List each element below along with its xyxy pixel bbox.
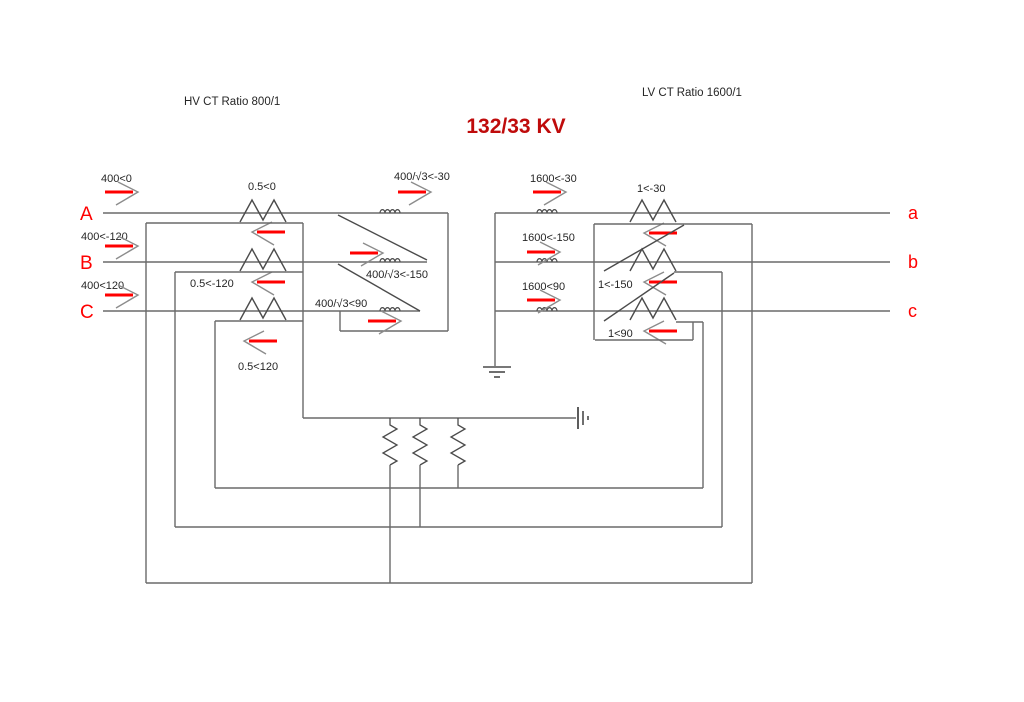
hv-ct-ratio-label: HV CT Ratio 800/1: [184, 96, 280, 108]
hv-b-primary-current-label: 400<-120: [81, 231, 128, 243]
lv-b-secondary-current-label: 1<-150: [598, 279, 633, 291]
lv-a-secondary-arrow-icon: [642, 221, 679, 248]
lv-a-secondary-current-label: 1<-30: [637, 183, 665, 195]
hv-ct-b-symbol: [239, 248, 287, 272]
hv-a-primary-current-label: 400<0: [101, 173, 132, 185]
lv-star-winding: [482, 209, 558, 378]
lv-phase-c-label: c: [908, 301, 917, 321]
lv-a-primary-current-label: 1600<-30: [530, 173, 577, 185]
hv-c-primary-current-label: 400<120: [81, 280, 124, 292]
delta-c-current-label: 400/√3<90: [315, 298, 367, 310]
hv-ct-secondary-wiring: [145, 222, 304, 583]
relay-ground-symbol-icon: [577, 406, 589, 430]
hv-b-secondary-current-label: 0.5<-120: [190, 278, 234, 290]
hv-a-current-arrow-icon: [103, 180, 140, 207]
hv-phase-c-label: C: [80, 302, 94, 323]
lv-phase-b-label: b: [908, 252, 918, 272]
lv-ct-c-symbol: [629, 297, 677, 321]
relay-resistor-branch: [303, 406, 589, 583]
lv-ct-a-symbol: [629, 199, 677, 223]
page-title: 132/33 KV: [466, 115, 565, 138]
lv-ct-secondary-wiring: [593, 223, 753, 583]
hv-ct-c-symbol: [239, 297, 287, 321]
hv-phase-a-label: A: [80, 204, 93, 225]
lv-a-current-arrow-icon: [531, 180, 568, 207]
relay-resistor-c-icon: [450, 417, 466, 466]
delta-diagonal-ab: [337, 214, 428, 261]
lv-c-primary-current-label: 1600<90: [522, 281, 565, 293]
lv-star-diagonal-bc: [603, 272, 675, 322]
lv-phase-a-label: a: [908, 203, 919, 223]
delta-a-current-arrow-icon: [396, 180, 433, 207]
hv-delta-winding: [337, 209, 449, 332]
pilot-wire-buses: [146, 487, 752, 584]
lv-c-secondary-current-label: 1<90: [608, 328, 633, 340]
hv-b-secondary-arrow-icon: [250, 270, 287, 297]
relay-resistor-a-icon: [382, 417, 398, 466]
delta-diagonal-bc: [337, 263, 421, 312]
lv-c-current-arrow-icon: [525, 288, 562, 315]
hv-c-secondary-current-label: 0.5<120: [238, 361, 278, 373]
hv-a-secondary-arrow-icon: [250, 220, 287, 247]
star-ground-symbol-icon: [482, 366, 512, 378]
lv-star-diagonal-ab: [603, 224, 685, 272]
hv-ct-a-symbol: [239, 199, 287, 223]
delta-a-current-label: 400/√3<-30: [394, 171, 450, 183]
lv-phase-lines: [495, 212, 890, 312]
lv-b-secondary-arrow-icon: [642, 270, 679, 297]
delta-b-current-label: 400/√3<-150: [366, 269, 428, 281]
lv-b-primary-current-label: 1600<-150: [522, 232, 575, 244]
hv-c-secondary-arrow-icon: [242, 329, 279, 356]
hv-phase-b-label: B: [80, 253, 93, 274]
hv-phase-lines: [103, 212, 448, 312]
relay-resistor-b-icon: [412, 417, 428, 466]
hv-a-secondary-current-label: 0.5<0: [248, 181, 276, 193]
lv-ct-ratio-label: LV CT Ratio 1600/1: [642, 87, 742, 99]
